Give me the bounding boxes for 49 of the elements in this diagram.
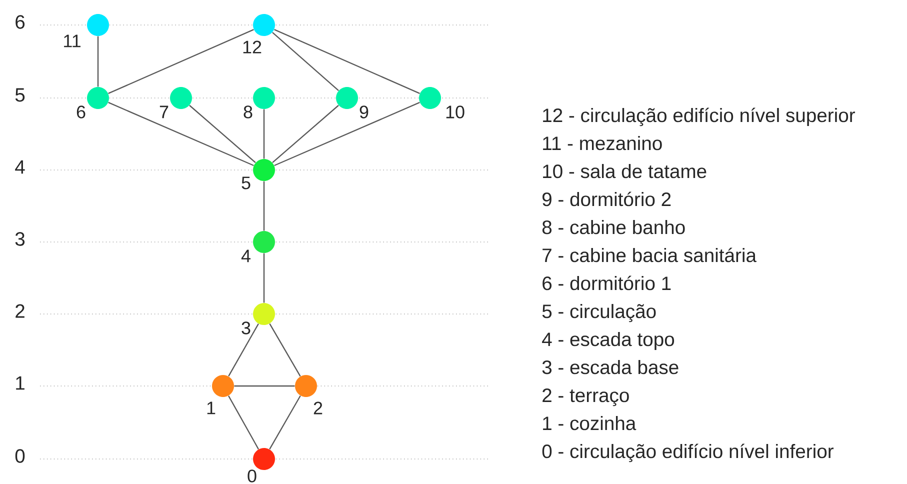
node-number: 3 [242,322,250,334]
node-number: 0 [248,470,256,482]
legend-entry: 3 - escada base [542,360,678,374]
legend-entry: 10 - sala de tatame [543,164,706,178]
node-number: 1 [207,402,216,414]
legend-entry: 12 - circulação edifício nível superior [543,108,855,126]
node-number: 8 [244,106,252,118]
legend-entry: 9 - dormitório 2 [542,192,671,206]
level-number: 5 [15,88,25,102]
connector-line [189,104,256,164]
connector-line [263,253,265,303]
level-number: 0 [15,449,25,463]
legend-entry: 11 - mezanino [543,136,662,150]
connector-line [234,385,295,387]
connector-line [274,28,420,94]
node-number: 10 [446,106,464,118]
connector-line [228,323,259,376]
level-number: 6 [16,15,25,29]
legend-entry: 2 - terraço [542,388,629,406]
node-number: 12 [243,40,262,54]
connector-line [272,104,339,164]
node-number: 7 [160,106,168,118]
node-number: 9 [360,106,368,118]
connector-line [97,36,99,87]
connector-line [269,395,301,450]
level-number: 4 [15,160,25,174]
legend-entry: 4 - escada topo [542,332,674,350]
connector-line [108,102,254,166]
connector-line [272,32,339,91]
legend-entry: 6 - dormitório 1 [542,276,671,290]
node-number: 11 [64,34,80,48]
node-number: 6 [76,106,86,118]
legend-entry: 5 - circulação [542,304,656,322]
node-number: 2 [314,402,322,414]
legend-entry: 0 - circulação edifício nível inferior [542,444,834,462]
level-number: 3 [15,232,25,246]
connector-line [228,396,260,450]
level-number: 1 [16,376,24,390]
connector-line [274,102,420,166]
connector-line [108,28,254,94]
node-number: 4 [241,250,250,262]
level-number: 2 [16,304,24,318]
legend-entry: 1 - cozinha [543,416,636,430]
legend-entry: 7 - cabine bacia sanitária [542,248,756,262]
connector-line [263,181,265,231]
connector-line [269,323,301,377]
legend-entry: 8 - cabine banho [542,220,685,234]
connector-line [263,109,265,159]
node-number: 5 [242,176,250,190]
